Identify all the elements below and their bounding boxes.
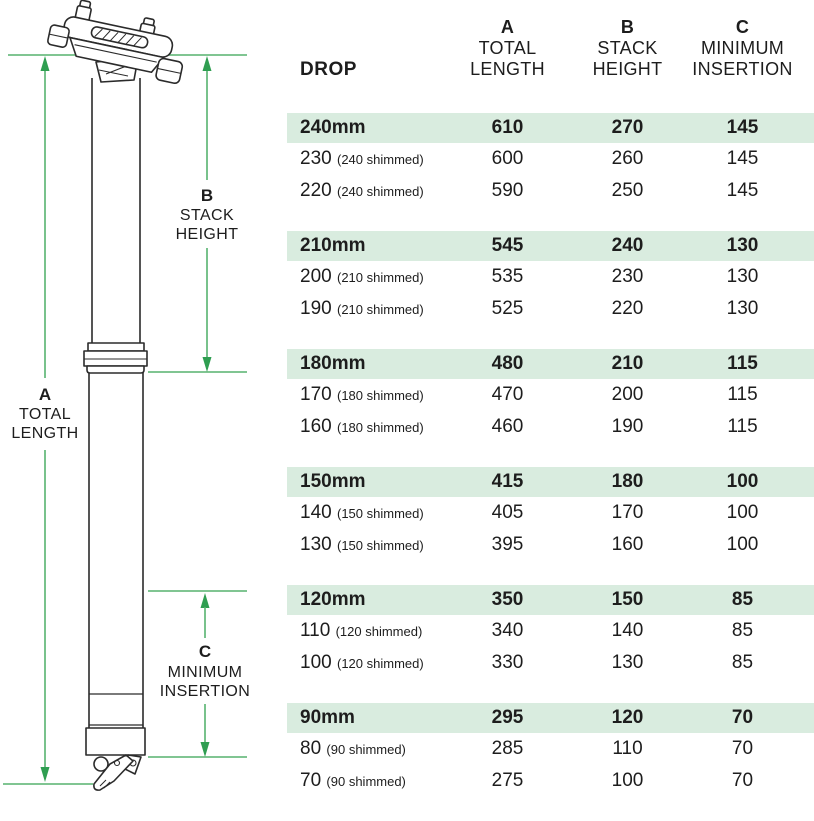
table-row: 170 (180 shimmed) 470 200 115	[300, 384, 758, 405]
header-drop: DROP	[300, 59, 357, 80]
table-row-primary: 120mm 350 150 85	[287, 585, 814, 615]
arrow-up-icon	[200, 593, 210, 608]
table-row-primary: 150mm 415 180 100	[287, 467, 814, 497]
table-row: 100 (120 shimmed) 330 130 85	[300, 652, 754, 673]
table-row: 160 (180 shimmed) 460 190 115	[300, 416, 758, 437]
shim-note: (240 shimmed)	[336, 184, 424, 199]
arrow-down-icon	[202, 357, 212, 372]
size-group-210: 210mm 545 240 130 200 (210 shimmed) 535 …	[287, 231, 814, 325]
shim-note: (180 shimmed)	[336, 420, 424, 435]
arrow-up-icon	[202, 56, 212, 71]
dim-b-word-1: STACK	[180, 207, 234, 224]
table-row-primary: 210mm 545 240 130	[287, 231, 814, 261]
bottom-cap	[85, 727, 146, 756]
dropper-post-spec-sheet: A TOTAL LENGTH B STACK HEIGHT	[0, 0, 814, 801]
table-row: 190 (210 shimmed) 525 220 130	[300, 298, 759, 319]
table-body: 240mm 610 270 145 230 (240 shimmed) 600 …	[287, 113, 814, 797]
table-row: 230 (240 shimmed) 600 260 145	[300, 148, 759, 169]
table-row-primary: 180mm 480 210 115	[287, 349, 814, 379]
size-group-180: 180mm 480 210 115 170 (180 shimmed) 470 …	[287, 349, 814, 443]
header-total-length: A TOTAL LENGTH	[470, 17, 545, 79]
saddle-clamp-head	[47, 0, 184, 85]
seatpost-drawing	[47, 0, 184, 791]
spec-table: DROP A TOTAL LENGTH B STACK HEIGHT C MIN…	[287, 0, 814, 821]
seatpost-diagram: A TOTAL LENGTH B STACK HEIGHT	[0, 0, 290, 801]
shim-note: (90 shimmed)	[326, 742, 406, 757]
arrow-down-icon	[40, 767, 50, 782]
shim-note: (120 shimmed)	[335, 624, 423, 639]
dim-a-word-1: TOTAL	[19, 406, 71, 423]
table-row: 140 (150 shimmed) 405 170 100	[300, 502, 759, 523]
table-row: 200 (210 shimmed) 535 230 130	[300, 266, 759, 287]
shim-note: (210 shimmed)	[336, 270, 424, 285]
dim-a-letter: A	[39, 385, 51, 404]
shim-note: (90 shimmed)	[326, 774, 406, 789]
table-row: 220 (240 shimmed) 590 250 145	[300, 180, 759, 201]
shim-note: (180 shimmed)	[336, 388, 424, 403]
dimension-c: C MINIMUM INSERTION	[148, 590, 250, 758]
dimension-b: B STACK HEIGHT	[148, 56, 247, 373]
shim-note: (210 shimmed)	[336, 302, 424, 317]
header-stack-height: B STACK HEIGHT	[592, 17, 663, 79]
upper-tube	[91, 78, 141, 344]
dim-b-word-2: HEIGHT	[176, 226, 239, 243]
arrow-up-icon	[40, 56, 50, 71]
dim-c-word-1: MINIMUM	[168, 664, 243, 681]
size-group-120: 120mm 350 150 85 110 (120 shimmed) 340 1…	[287, 585, 814, 679]
size-group-240: 240mm 610 270 145 230 (240 shimmed) 600 …	[287, 113, 814, 207]
table-row: 110 (120 shimmed) 340 140 85	[300, 620, 754, 641]
table-row: 130 (150 shimmed) 395 160 100	[300, 534, 759, 555]
size-group-90: 90mm 295 120 70 80 (90 shimmed) 285 110 …	[287, 703, 814, 797]
table-row-primary: 240mm 610 270 145	[287, 113, 814, 143]
seatpost-illustration: A TOTAL LENGTH B STACK HEIGHT	[3, 0, 250, 791]
table-row-primary: 90mm 295 120 70	[287, 703, 814, 733]
actuator-lever	[93, 754, 142, 791]
table-row: 80 (90 shimmed) 285 110 70	[300, 738, 754, 759]
clamp-lower-body	[69, 36, 165, 74]
dim-a-word-2: LENGTH	[11, 425, 78, 442]
arrow-down-icon	[200, 742, 210, 757]
lower-tube	[88, 373, 144, 753]
header-minimum-insertion: C MINIMUM INSERTION	[692, 17, 793, 79]
dim-c-word-2: INSERTION	[160, 683, 250, 700]
seal-collar	[83, 342, 148, 374]
dimension-a: A TOTAL LENGTH	[3, 56, 93, 785]
shim-note: (120 shimmed)	[336, 656, 424, 671]
table-header: DROP A TOTAL LENGTH B STACK HEIGHT C MIN…	[287, 0, 814, 80]
size-group-150: 150mm 415 180 100 140 (150 shimmed) 405 …	[287, 467, 814, 561]
dim-b-letter: B	[201, 186, 213, 205]
dim-c-letter: C	[199, 642, 211, 661]
shim-note: (150 shimmed)	[336, 538, 424, 553]
shim-note: (240 shimmed)	[336, 152, 424, 167]
shim-note: (150 shimmed)	[336, 506, 424, 521]
table-row: 70 (90 shimmed) 275 100 70	[300, 770, 754, 791]
